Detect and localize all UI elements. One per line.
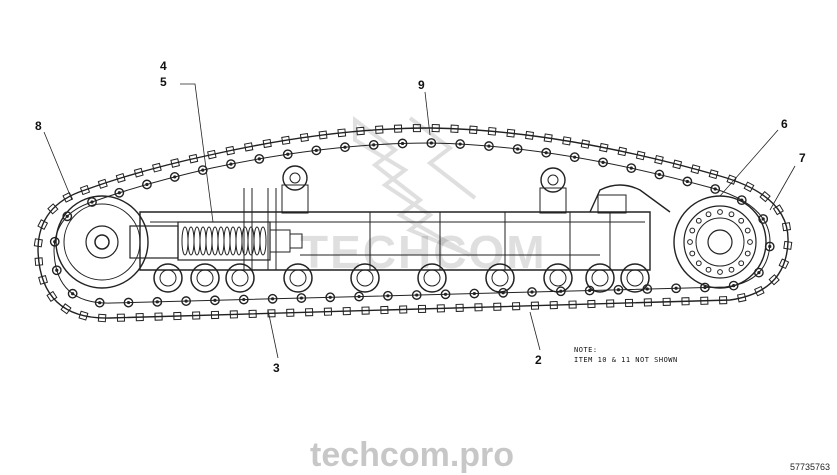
reference-number: 57735763	[790, 462, 830, 472]
note-heading: NOTE:	[574, 346, 598, 354]
callout-4: 4	[160, 59, 167, 73]
callout-6: 6	[781, 117, 788, 131]
drive-sprocket	[673, 195, 767, 289]
track-rollers	[153, 263, 650, 293]
note-body: ITEM 10 & 11 NOT SHOWN	[574, 356, 678, 364]
callout-9: 9	[418, 78, 425, 92]
callout-5: 5	[160, 75, 167, 89]
callout-7: 7	[799, 151, 806, 165]
track-pins	[49, 138, 775, 308]
callout-8: 8	[35, 119, 42, 133]
track-teeth	[33, 123, 793, 323]
carrier-rollers	[282, 165, 566, 193]
front-idler	[55, 195, 179, 289]
watermark-site: techcom.pro	[310, 436, 514, 474]
leader-lines	[43, 83, 796, 359]
callout-3: 3	[273, 361, 280, 375]
callout-2: 2	[535, 353, 542, 367]
recoil-spring	[177, 221, 303, 261]
track-chain	[33, 123, 793, 323]
